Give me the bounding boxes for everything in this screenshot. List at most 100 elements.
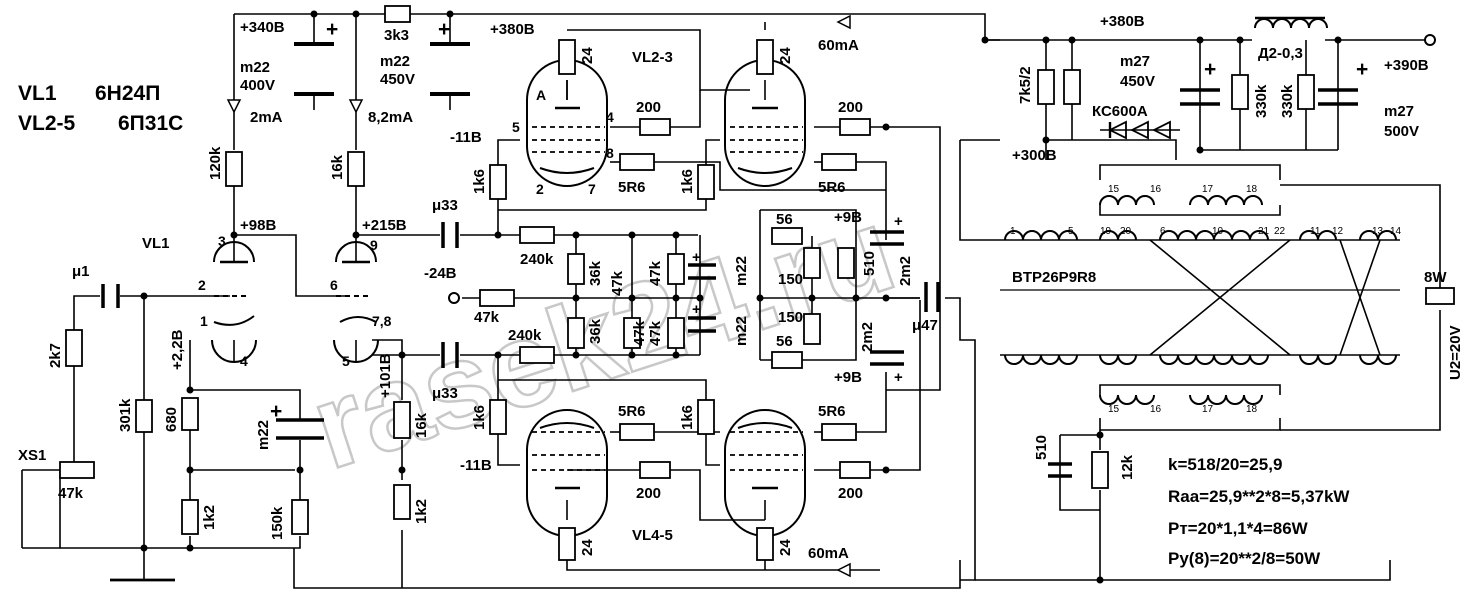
r8w-label: 8W (1424, 269, 1447, 286)
svg-text:13: 13 (1372, 226, 1384, 237)
v9-bottom: +9В (834, 369, 862, 386)
r5r6d-label: 5R6 (818, 403, 846, 420)
r301k-label: 301k (117, 398, 134, 432)
vm24: -24В (424, 265, 457, 282)
svg-text:+: + (326, 18, 338, 41)
r240kb-label: 240k (508, 327, 542, 344)
svg-text:+: + (270, 400, 282, 423)
junction-dots (140, 10, 1444, 584)
r47kd-label: 47k (647, 320, 664, 346)
svg-text:19: 19 (1100, 226, 1112, 237)
r1k6b-label: 1k6 (679, 169, 696, 194)
vm11-bottom: -11В (460, 457, 492, 474)
svg-text:+: + (692, 249, 701, 266)
r150k-label: 150k (269, 506, 286, 540)
r24c-label: 24 (579, 539, 596, 556)
svg-text:14: 14 (1390, 226, 1402, 237)
r150a-label: 150 (778, 271, 803, 288)
r200d-label: 200 (838, 485, 863, 502)
cm27b-label: m27 (1384, 103, 1414, 120)
svg-text:11: 11 (1310, 226, 1321, 237)
svg-text:A: A (536, 87, 546, 103)
voltage-labels: +340В +380В +380В +390В +300В +98В +215В… (169, 13, 1464, 474)
terminals (448, 34, 1436, 304)
r24d-label: 24 (777, 539, 794, 556)
svg-text:18: 18 (1246, 184, 1258, 195)
r120k-label: 120k (207, 146, 224, 180)
tube-vl5 (724, 409, 806, 537)
r47ka-label: 47k (474, 309, 500, 326)
r56a-label: 56 (776, 211, 793, 228)
svg-text:4: 4 (240, 353, 248, 369)
v101: +101В (377, 353, 394, 398)
tube-vl2 (526, 59, 608, 187)
tube-vl3 (724, 59, 806, 187)
v380-left: +380В (490, 21, 535, 38)
legend-vl1-type: 6Н24П (95, 82, 160, 105)
r36ka-label: 36k (587, 260, 604, 286)
svg-text:4: 4 (606, 109, 614, 125)
cm27a-label: m27 (1120, 53, 1150, 70)
resistor-bodies (59, 5, 1455, 561)
r7k5-label: 7k5/2 (1017, 66, 1034, 104)
svg-text:2: 2 (198, 277, 206, 293)
svg-text:+: + (1356, 58, 1368, 81)
r2k7-label: 2k7 (47, 343, 64, 368)
svg-text:+: + (1204, 58, 1216, 81)
r47ke-label: 47k (631, 320, 648, 346)
cv500-label: 500V (1384, 123, 1419, 140)
formula-raa: Raa=25,9**2*8=5,37kW (1168, 487, 1350, 506)
r330kb-label: 330k (1279, 84, 1296, 118)
svg-text:2: 2 (536, 181, 544, 197)
vm11-top: -11В (450, 129, 482, 146)
r24b-label: 24 (777, 47, 794, 64)
c33a-label: μ33 (432, 197, 458, 214)
svg-text:6: 6 (330, 277, 338, 293)
svg-text:+: + (894, 369, 903, 386)
r12k-label: 12k (1119, 454, 1136, 480)
transformer-taps: 1 5 19 20 6 10 21 22 11 12 13 14 15 16 1… (1010, 184, 1402, 415)
r16ka-label: 16k (329, 154, 346, 180)
c1-label: μ1 (72, 263, 90, 280)
cm22c-label: m22 (255, 420, 272, 450)
formula-pt: Pт=20*1,1*4=86W (1168, 519, 1309, 538)
r240ka-label: 240k (520, 251, 554, 268)
svg-text:20: 20 (1120, 226, 1132, 237)
choke-label: Д2-0,3 (1258, 45, 1303, 62)
r5r6b-label: 5R6 (818, 179, 846, 196)
r3k3-label: 3k3 (384, 27, 409, 44)
r510-label: 510 (861, 251, 878, 276)
r36kb-label: 36k (587, 318, 604, 344)
svg-text:7: 7 (588, 181, 596, 197)
cm22d-label: m22 (733, 256, 750, 286)
svg-text:+: + (692, 301, 701, 318)
svg-text:5: 5 (512, 119, 520, 135)
legend-vl25-ref: VL2-5 (18, 112, 76, 135)
legend-vl1-ref: VL1 (18, 82, 57, 105)
svg-text:17: 17 (1202, 184, 1214, 195)
formula-py: Pу(8)=20**2/8=50W (1168, 549, 1321, 568)
v215: +215В (362, 217, 407, 234)
svg-text:+: + (438, 18, 450, 41)
svg-text:5: 5 (342, 353, 350, 369)
formula-k: k=518/20=25,9 (1168, 455, 1282, 474)
cv400-label: 400V (240, 77, 275, 94)
c33b-label: μ33 (432, 385, 458, 402)
svg-text:15: 15 (1108, 404, 1120, 415)
svg-text:16: 16 (1150, 184, 1162, 195)
v390: +390В (1384, 57, 1429, 74)
c47-label: μ47 (912, 317, 938, 334)
u2-label: U2=20V (1447, 325, 1464, 380)
zener-label: КС600А (1092, 103, 1148, 120)
polarity-marks: + + + + + + + + + (270, 18, 1368, 423)
vl23-label: VL2-3 (632, 49, 673, 66)
resistor-labels: 3k3 120k 16k 2k7 301k 47k 680 1k2 150k 1… (47, 27, 1447, 556)
c510-label: 510 (1033, 435, 1050, 460)
tube-vl4 (526, 409, 608, 537)
c2m2a-label: 2m2 (897, 256, 914, 286)
part-labels: Д2-0,3 КС600А BTP26P9R8 XS1 (18, 45, 1303, 464)
cv450a-label: 450V (380, 71, 415, 88)
svg-text:+: + (894, 213, 903, 230)
svg-text:1: 1 (1010, 226, 1016, 237)
